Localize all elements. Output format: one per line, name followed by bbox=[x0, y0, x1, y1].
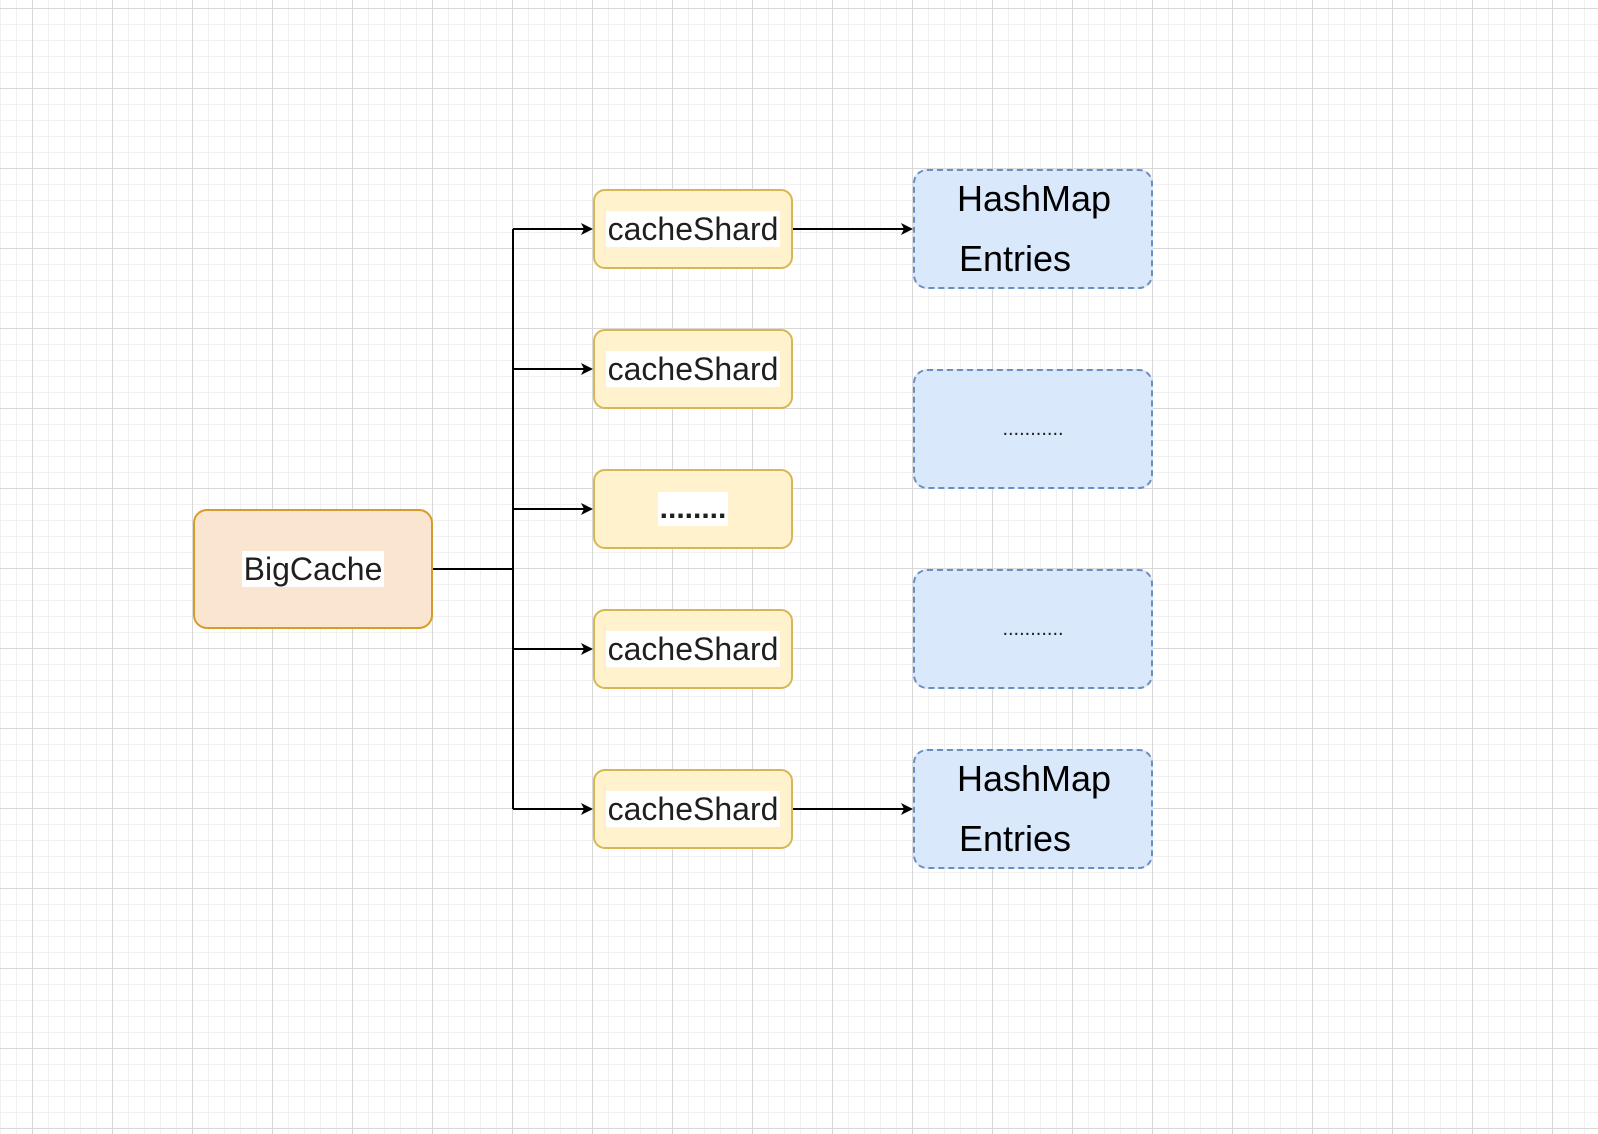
hashmap-ellipsis-label: ........... bbox=[1002, 417, 1064, 440]
entries-label: Entries bbox=[959, 818, 1072, 859]
hashmap-ellipsis-node-2[interactable]: ........... bbox=[913, 569, 1153, 689]
entries-label: Entries bbox=[959, 238, 1072, 279]
cache-shard-node-1[interactable]: cacheShard bbox=[593, 189, 793, 269]
bigcache-node[interactable]: BigCache bbox=[193, 509, 433, 629]
hashmap-ellipsis-label: ........... bbox=[1002, 617, 1064, 640]
cache-shard-label: cacheShard bbox=[605, 630, 781, 668]
cache-shard-node-4[interactable]: cacheShard bbox=[593, 769, 793, 849]
cache-shard-node-3[interactable]: cacheShard bbox=[593, 609, 793, 689]
cache-shard-node-2[interactable]: cacheShard bbox=[593, 329, 793, 409]
cache-shard-label: cacheShard bbox=[605, 790, 781, 828]
hashmap-ellipsis-node-1[interactable]: ........... bbox=[913, 369, 1153, 489]
cache-shard-label: cacheShard bbox=[605, 210, 781, 248]
hashmap-entries-node-2[interactable]: HashMap Entries bbox=[913, 749, 1153, 869]
bigcache-label: BigCache bbox=[241, 550, 385, 588]
hashmap-label: HashMap bbox=[957, 178, 1112, 219]
cache-shard-ellipsis-node[interactable]: ........ bbox=[593, 469, 793, 549]
cache-shard-ellipsis-label: ........ bbox=[657, 491, 729, 527]
hashmap-entries-node-1[interactable]: HashMap Entries bbox=[913, 169, 1153, 289]
cache-shard-label: cacheShard bbox=[605, 350, 781, 388]
hashmap-label: HashMap bbox=[957, 758, 1112, 799]
